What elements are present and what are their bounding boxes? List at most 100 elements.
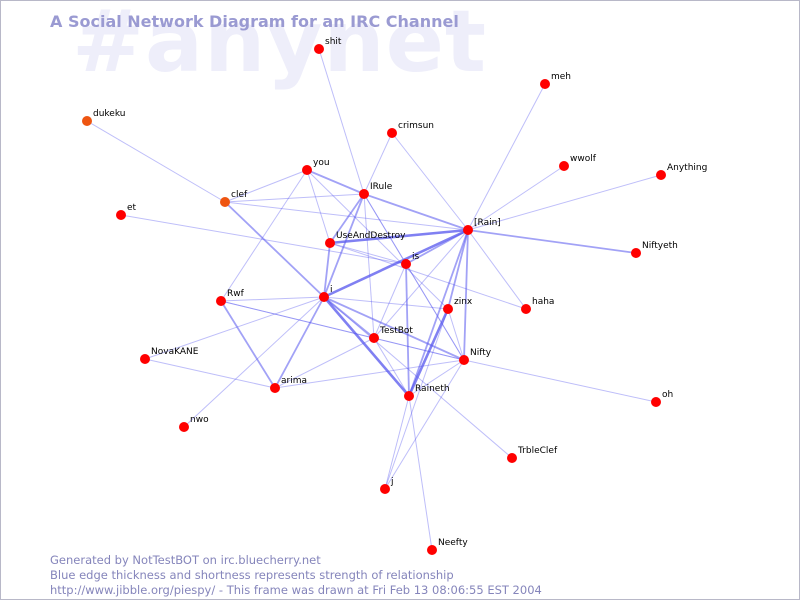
edge-clef-you [224, 169, 308, 203]
node-label-IRule: IRule [370, 182, 393, 192]
node-wwolf[interactable] [559, 161, 569, 171]
node-Raineth[interactable] [404, 391, 414, 401]
node-label-nwo: nwo [190, 415, 209, 425]
edge-UseAndDestroy-haha [329, 242, 527, 310]
edge-IRule-Rain [363, 193, 469, 231]
node-label-UseAndDestroy: UseAndDestroy [336, 231, 406, 241]
node-Anything[interactable] [656, 170, 666, 180]
node-label-shit: shit [325, 37, 342, 47]
node-arima[interactable] [270, 383, 280, 393]
channel-watermark: #anynet [72, 0, 488, 92]
node-label-i: i [330, 285, 333, 295]
node-Niftyeth[interactable] [631, 248, 641, 258]
edge-i-TestBot [323, 296, 375, 339]
node-label-you: you [313, 158, 330, 168]
node-meh[interactable] [540, 79, 550, 89]
edge-clef-Rain [224, 201, 469, 231]
node-shit[interactable] [314, 44, 324, 54]
node-label-crimsun: crimsun [398, 121, 434, 131]
edge-zinx-Nifty [447, 308, 465, 361]
edge-IRule-Nifty [363, 193, 465, 361]
node-label-Rain: [Rain] [474, 218, 501, 228]
node-Neefty[interactable] [427, 545, 437, 555]
edge-Rain-Nifty [463, 229, 469, 361]
node-et[interactable] [116, 210, 126, 220]
edge-Rain-UseAndDestroy [329, 228, 469, 245]
edge-wwolf-Rain [467, 165, 565, 231]
edge-you-Rwf [220, 169, 308, 302]
node-label-Raineth: Raineth [415, 384, 450, 394]
node-j[interactable] [380, 484, 390, 494]
edge-TestBot-arima [274, 337, 375, 389]
node-NovaKANE[interactable] [140, 354, 150, 364]
node-TrbleClef[interactable] [507, 453, 517, 463]
node-label-zinx: zinx [454, 297, 473, 307]
node-label-TestBot: TestBot [379, 326, 413, 336]
edge-is-TestBot [373, 263, 407, 339]
node-label-et: et [127, 203, 137, 213]
edge-Rain-haha [467, 229, 527, 310]
edge-i-NovaKANE [144, 296, 325, 360]
edge-Rwf-Nifty [220, 300, 465, 361]
edge-you-UseAndDestroy [306, 169, 331, 244]
node-crimsun[interactable] [387, 128, 397, 138]
node-label-wwolf: wwolf [570, 154, 597, 164]
edge-shit-IRule [318, 48, 365, 195]
node-label-dukeku: dukeku [93, 109, 125, 119]
footer: Generated by NotTestBOT on irc.bluecherr… [50, 553, 542, 598]
node-label-Anything: Anything [667, 163, 707, 173]
edge-i-Raineth [323, 296, 410, 397]
edge-is-Nifty [405, 263, 465, 361]
node-label-is: is [412, 252, 420, 262]
node-haha[interactable] [521, 304, 531, 314]
node-label-Nifty: Nifty [470, 348, 492, 358]
edge-IRule-UseAndDestroy [329, 193, 365, 244]
node-clef[interactable] [220, 197, 230, 207]
node-TestBot[interactable] [369, 333, 379, 343]
node-label-Neefty: Neefty [438, 538, 468, 548]
node-IRule[interactable] [359, 189, 369, 199]
node-Rain[interactable] [463, 225, 473, 235]
node-label-j: j [390, 477, 394, 487]
edge-Rwf-arima [220, 300, 276, 389]
footer-generated-by: Generated by NotTestBOT on irc.bluecherr… [50, 553, 321, 567]
node-label-meh: meh [551, 72, 571, 82]
edge-Rain-TestBot [373, 229, 469, 339]
edge-i-nwo [183, 296, 325, 428]
edge-Anything-Rain [467, 174, 662, 231]
edge-zinx-Raineth [407, 308, 450, 397]
footer-legend: Blue edge thickness and shortness repres… [50, 568, 454, 582]
edge-TestBot-Raineth [373, 337, 410, 397]
node-nwo[interactable] [179, 422, 189, 432]
node-dukeku[interactable] [82, 116, 92, 126]
node-label-Rwf: Rwf [227, 289, 245, 299]
edge-i-Nifty [323, 296, 465, 361]
node-oh[interactable] [651, 397, 661, 407]
node-label-clef: clef [231, 190, 248, 200]
node-label-haha: haha [532, 297, 554, 307]
edge-crimsun-Rain [391, 132, 469, 231]
edge-IRule-is [363, 193, 407, 265]
edge-Rain-i [323, 228, 469, 299]
node-i[interactable] [319, 292, 329, 302]
edge-TestBot-Nifty [373, 337, 465, 361]
node-UseAndDestroy[interactable] [325, 238, 335, 248]
edge-UseAndDestroy-is [329, 242, 407, 265]
node-label-TrbleClef: TrbleClef [517, 446, 558, 456]
node-Nifty[interactable] [459, 355, 469, 365]
footer-frame-info: http://www.jibble.org/piespy/ - This fra… [50, 583, 542, 597]
node-you[interactable] [302, 165, 312, 175]
edge-crimsun-IRule [363, 132, 393, 195]
node-is[interactable] [401, 259, 411, 269]
node-Rwf[interactable] [216, 296, 226, 306]
edge-dukeku-clef [86, 120, 226, 203]
edge-IRule-i [323, 193, 365, 298]
node-label-Niftyeth: Niftyeth [642, 241, 678, 251]
node-zinx[interactable] [443, 304, 453, 314]
edge-is-Raineth [405, 263, 410, 397]
edge-i-Rwf [220, 296, 325, 302]
edge-Raineth-Neefty [408, 395, 433, 551]
edge-Nifty-Raineth [408, 359, 465, 397]
